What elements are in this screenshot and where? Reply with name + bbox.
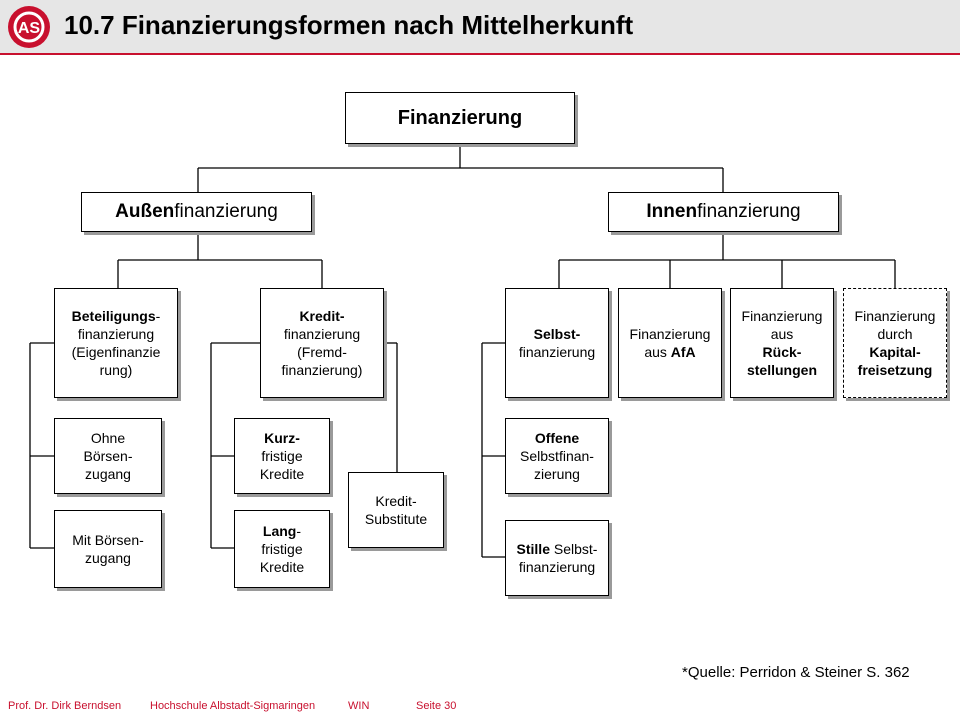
school-logo-icon: AS [8, 6, 50, 48]
node-ohne-boersenzugang: Ohne Börsen- zugang [54, 418, 162, 494]
node-kreditfinanzierung: Kredit- finanzierung (Fremd- finanzierun… [260, 288, 384, 398]
footer-program: WIN [348, 700, 370, 712]
node-beteiligungsfinanzierung: Beteiligungs- finanzierung (Eigenfinanzi… [54, 288, 178, 398]
node-selbstfinanzierung: Selbst- finanzierung [505, 288, 609, 398]
node-offene-selbstfinanzierung: Offene Selbstfinan- zierung [505, 418, 609, 494]
node-finanzierung-aus-rueckstellungen: Finanzierung aus Rück- stellungen [730, 288, 834, 398]
logo-text: AS [18, 20, 41, 37]
page-title: 10.7 Finanzierungsformen nach Mittelherk… [64, 10, 634, 40]
node-finanzierung-durch-kapitalfreisetzung: Finanzierung durch Kapital- freisetzung [843, 288, 947, 398]
footer-author: Prof. Dr. Dirk Berndsen [8, 700, 122, 712]
node-innenfinanzierung: Innenfinanzierung [608, 192, 839, 232]
node-stille-selbstfinanzierung: Stille Selbst- finanzierung [505, 520, 609, 596]
footer-page-number: Seite 30 [416, 700, 457, 712]
node-mit-boersenzugang: Mit Börsen- zugang [54, 510, 162, 588]
node-finanzierung: Finanzierung [345, 92, 575, 144]
node-kredit-substitute: Kredit- Substitute [348, 472, 444, 548]
footer-school: Hochschule Albstadt-Sigmaringen [150, 700, 316, 712]
node-kurzfristige-kredite: Kurz- fristige Kredite [234, 418, 330, 494]
header-accent-line [0, 53, 960, 55]
source-note: *Quelle: Perridon & Steiner S. 362 [682, 664, 910, 681]
node-finanzierung-aus-afa: Finanzierung aus AfA [618, 288, 722, 398]
node-langfristige-kredite: Lang- fristige Kredite [234, 510, 330, 588]
header-bar [0, 0, 960, 54]
node-aussenfinanzierung: Außenfinanzierung [81, 192, 312, 232]
